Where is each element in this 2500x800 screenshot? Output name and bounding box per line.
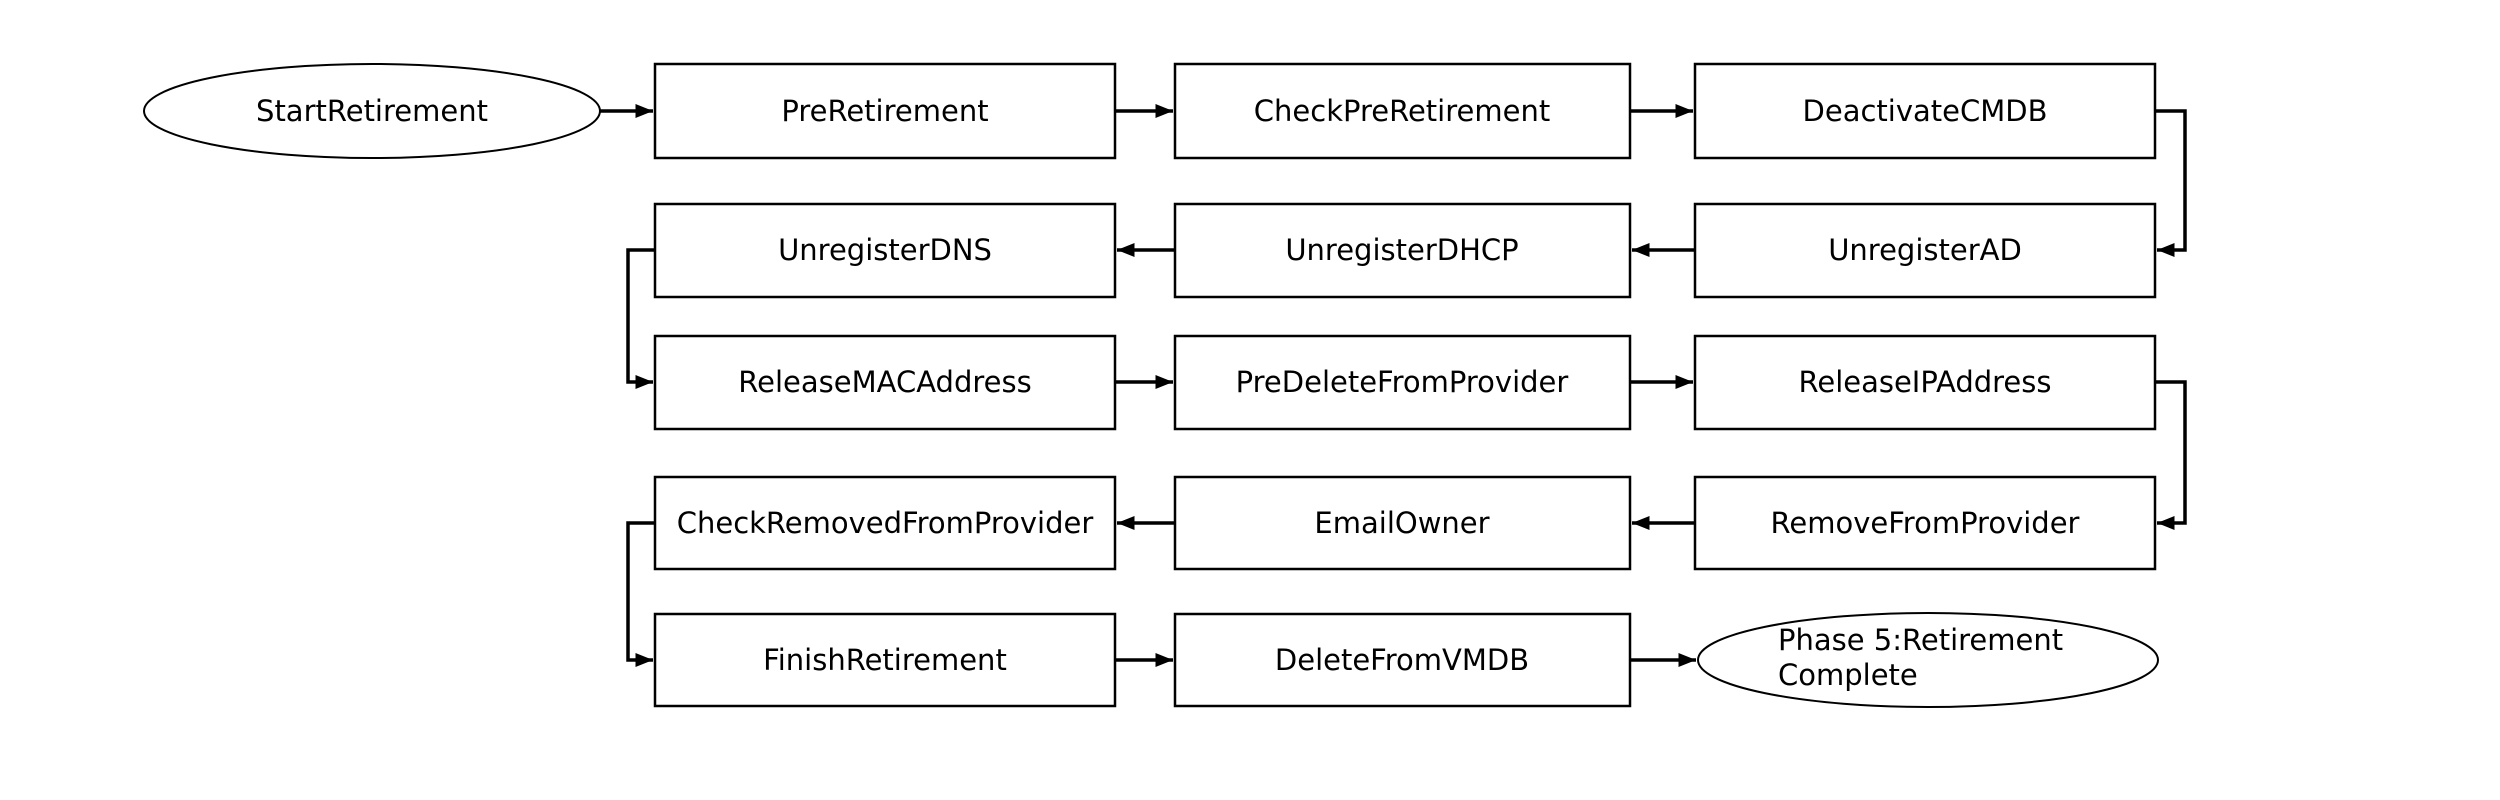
node-label: FinishRetirement (763, 643, 1007, 677)
node-label: ReleaseMACAddress (738, 365, 1031, 399)
node-label: DeactivateCMDB (1803, 94, 2048, 128)
node-unregister-dhcp: UnregisterDHCP (1173, 202, 1632, 299)
node-label: EmailOwner (1314, 506, 1489, 540)
node-label: PreDeleteFromProvider (1236, 365, 1569, 399)
node-label: UnregisterAD (1828, 233, 2022, 267)
node-retirement-complete: Phase 5:Retirement Complete (1697, 612, 2159, 708)
node-label-line2: Complete (1778, 658, 1918, 692)
node-label: CheckPreRetirement (1254, 94, 1550, 128)
process-box (1173, 202, 1632, 299)
node-label: DeleteFromVMDB (1275, 643, 1529, 677)
process-box (653, 334, 1117, 431)
node-label: ReleaseIPAddress (1799, 365, 2052, 399)
node-label-line1: Phase 5:Retirement (1778, 623, 2063, 657)
node-unregister-dns: UnregisterDNS (653, 202, 1117, 299)
start-ellipse (143, 63, 601, 159)
node-unregister-ad: UnregisterAD (1693, 202, 2157, 299)
edge-checkremovedfromprovider-to-finishretirement (626, 521, 655, 667)
process-box (653, 612, 1117, 708)
node-pre-delete-from-provider: PreDeleteFromProvider (1173, 334, 1632, 431)
edge-deactivatecmdb-to-unregisterad (2155, 109, 2187, 257)
node-delete-from-vmdb: DeleteFromVMDB (1173, 612, 1632, 708)
node-pre-retirement: PreRetirement (653, 62, 1117, 160)
process-box (1693, 334, 2157, 431)
node-label: UnregisterDHCP (1285, 233, 1518, 267)
node-label: PreRetirement (781, 94, 988, 128)
edge-releaseipaddress-to-removefromprovider (2155, 380, 2187, 530)
node-check-pre-retirement: CheckPreRetirement (1173, 62, 1632, 160)
process-box (653, 62, 1117, 160)
process-box (1173, 612, 1632, 708)
node-label: StartRetirement (256, 94, 488, 128)
process-box (1173, 334, 1632, 431)
node-remove-from-provider: RemoveFromProvider (1693, 475, 2157, 571)
process-box (1173, 62, 1632, 160)
node-label: CheckRemovedFromProvider (677, 506, 1094, 540)
process-box (1693, 62, 2157, 160)
process-box (653, 202, 1117, 299)
process-box (653, 475, 1117, 571)
node-release-ip-address: ReleaseIPAddress (1693, 334, 2157, 431)
node-label: RemoveFromProvider (1771, 506, 2080, 540)
process-box (1693, 202, 2157, 299)
node-email-owner: EmailOwner (1173, 475, 1632, 571)
node-finish-retirement: FinishRetirement (653, 612, 1117, 708)
end-ellipse (1697, 612, 2159, 708)
process-box (1693, 475, 2157, 571)
node-start-retirement: StartRetirement (143, 63, 601, 159)
edge-unregisterdns-to-releasemacaddress (626, 248, 655, 389)
node-release-mac-address: ReleaseMACAddress (653, 334, 1117, 431)
node-label: UnregisterDNS (778, 233, 992, 267)
process-box (1173, 475, 1632, 571)
node-deactivate-cmdb: DeactivateCMDB (1693, 62, 2157, 160)
node-check-removed-from-provider: CheckRemovedFromProvider (653, 475, 1117, 571)
